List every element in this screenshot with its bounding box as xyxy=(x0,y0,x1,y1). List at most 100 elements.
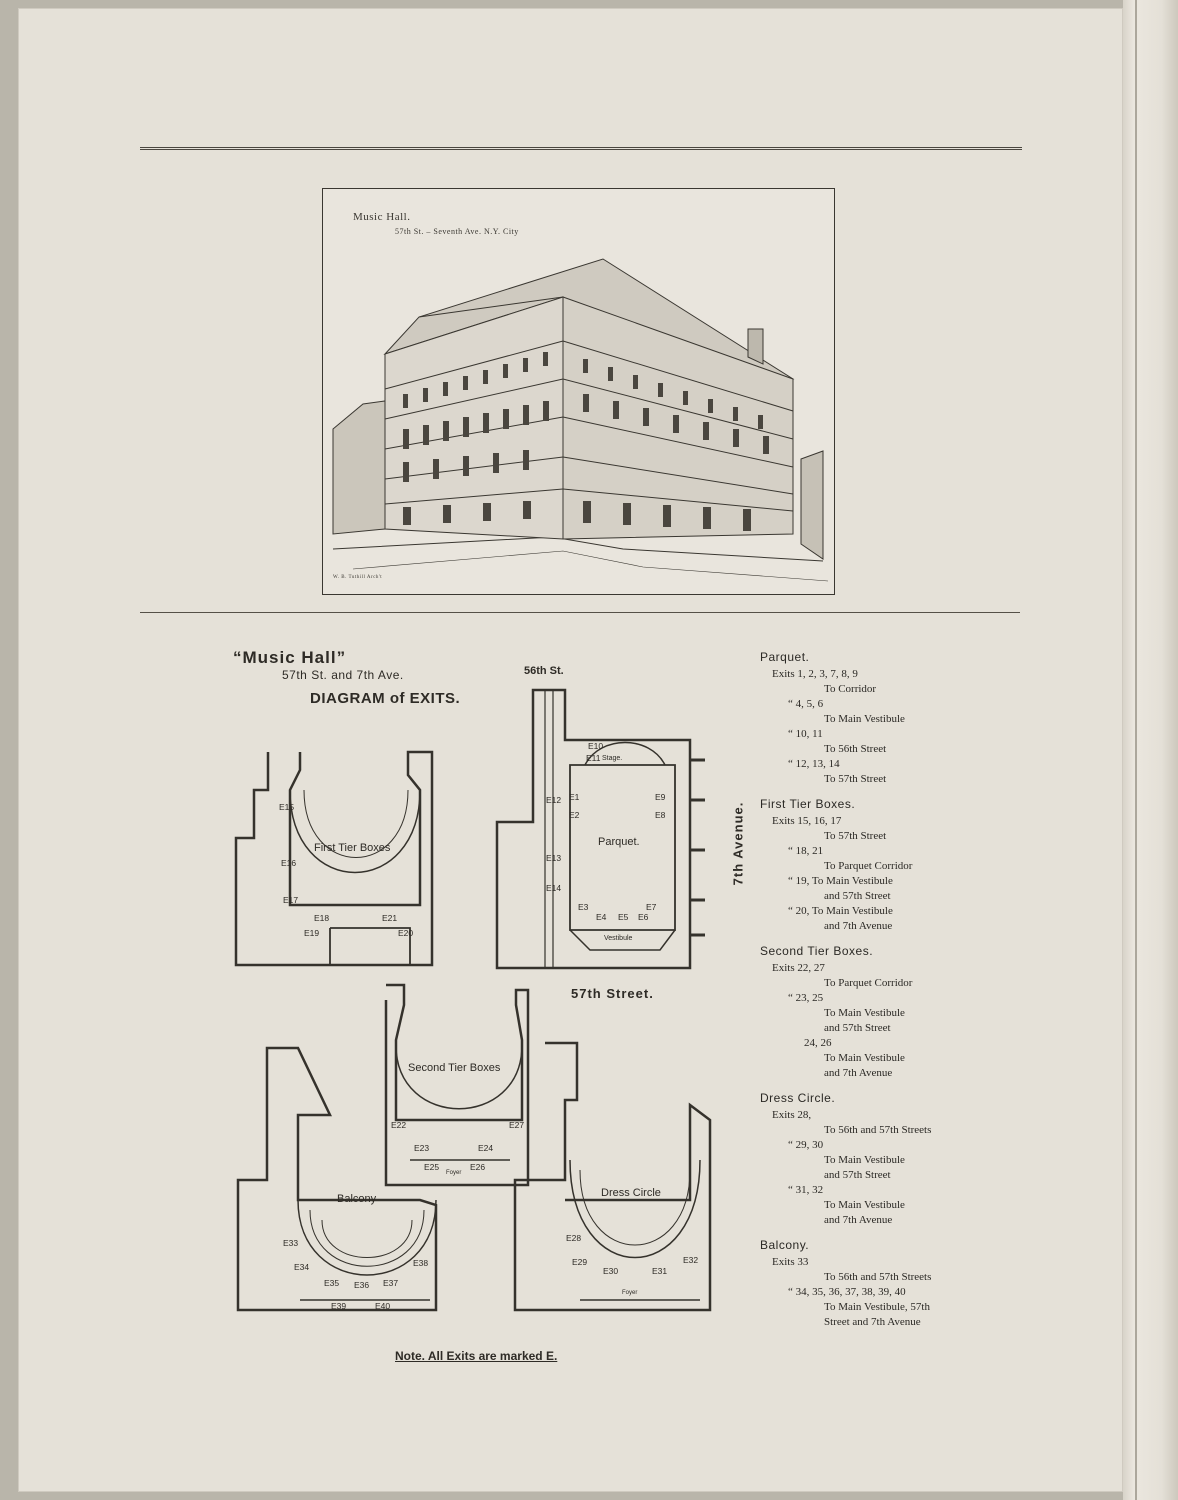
exit-mark: E11 xyxy=(586,753,601,763)
exit-mark: E33 xyxy=(283,1238,299,1248)
exit-line: “ 31, 32 xyxy=(788,1184,824,1196)
exit-mark: E34 xyxy=(294,1262,310,1272)
diagram-note: Note. All Exits are marked E. xyxy=(395,1349,558,1363)
parquet-plan xyxy=(495,688,692,970)
exit-mark: E2 xyxy=(569,810,580,820)
page-spine xyxy=(1123,0,1178,1500)
dress-circle-plan xyxy=(513,1041,712,1312)
exit-mark: E36 xyxy=(354,1280,370,1290)
exit-line: To Main Vestibule, 57th xyxy=(824,1301,930,1313)
exit-mark: E35 xyxy=(324,1278,340,1288)
exit-mark: E39 xyxy=(331,1301,347,1311)
exit-mark: E22 xyxy=(391,1120,407,1130)
exit-line: To Main Vestibule xyxy=(824,713,905,725)
exit-mark: E30 xyxy=(603,1266,619,1276)
exit-line: Street and 7th Avenue xyxy=(824,1316,921,1328)
room-first-tier-boxes: First Tier Boxes xyxy=(314,842,391,854)
exit-mark: E40 xyxy=(375,1301,391,1311)
room-parquet: Parquet. xyxy=(598,836,640,848)
exit-line: and 7th Avenue xyxy=(824,1214,893,1226)
exit-mark: E6 xyxy=(638,912,649,922)
exit-section: Dress Circle.Exits 28,To 56th and 57th S… xyxy=(760,1091,960,1228)
exit-line: To 57th Street xyxy=(824,773,887,785)
exit-line: “ 12, 13, 14 xyxy=(788,758,840,770)
diagram-heading: DIAGRAM of EXITS. xyxy=(310,690,461,707)
exit-line: “ 4, 5, 6 xyxy=(788,698,824,710)
exit-line: To Main Vestibule xyxy=(824,1007,905,1019)
exit-mark: E24 xyxy=(478,1143,494,1153)
room-foyer-second-tier: Foyer xyxy=(446,1170,462,1176)
exit-line: To 56th Street xyxy=(824,743,887,755)
label-56th-street: 56th St. xyxy=(524,665,564,677)
engraving-title: Music Hall. xyxy=(353,211,411,223)
room-stage: Stage. xyxy=(602,755,623,762)
exit-mark: E23 xyxy=(414,1143,430,1153)
exit-line: and 57th Street xyxy=(824,890,891,902)
exit-line: To 56th and 57th Streets xyxy=(824,1271,932,1283)
diagram-streets: 57th St. and 7th Ave. xyxy=(282,668,404,682)
exit-mark: E38 xyxy=(413,1258,429,1268)
building-drawing xyxy=(332,258,829,582)
exit-line: Exits 1, 2, 3, 7, 8, 9 xyxy=(772,668,858,680)
engraving-subtitle: 57th St. – Seventh Ave. N.Y. City xyxy=(395,227,519,236)
exit-mark: E15 xyxy=(279,802,295,812)
room-vestibule: Vestibule xyxy=(604,935,633,942)
exit-section-heading: Second Tier Boxes. xyxy=(760,944,874,958)
exit-mark: E16 xyxy=(281,858,297,868)
exit-line: To 57th Street xyxy=(824,830,887,842)
engraving-credit: W. B. Tuthill Arch't xyxy=(333,575,383,580)
exit-mark: E7 xyxy=(646,902,657,912)
room-second-tier-boxes: Second Tier Boxes xyxy=(408,1062,501,1074)
exit-line: Exits 22, 27 xyxy=(772,962,825,974)
exit-line: To Parquet Corridor xyxy=(824,860,913,872)
exit-section: Second Tier Boxes. Exits 22, 27 To Parquet… xyxy=(760,944,960,1081)
exit-line: Exits 15, 16, 17 xyxy=(772,815,842,827)
exit-mark: E31 xyxy=(652,1266,668,1276)
balcony-plan xyxy=(236,1046,438,1312)
exit-mark: E37 xyxy=(383,1278,399,1288)
exit-section-heading: Dress Circle. xyxy=(760,1091,836,1105)
exit-section-heading: First Tier Boxes. xyxy=(760,797,856,811)
exit-section-heading: Balcony. xyxy=(760,1238,810,1252)
exit-mark: E10 xyxy=(588,741,604,751)
room-balcony: Balcony xyxy=(337,1193,377,1205)
exit-line: “ 20, To Main Vestibule xyxy=(788,905,893,917)
exit-line: To Corridor xyxy=(824,683,877,695)
exit-line: To Main Vestibule xyxy=(824,1199,905,1211)
exit-mark: E25 xyxy=(424,1162,440,1172)
diagram-title: “Music Hall” xyxy=(233,648,347,667)
exit-line: “ 34, 35, 36, 37, 38, 39, 40 xyxy=(788,1286,906,1298)
exit-mark: E3 xyxy=(578,902,589,912)
exit-mark: E18 xyxy=(314,913,330,923)
exit-mark: E13 xyxy=(546,853,562,863)
exit-mark: E14 xyxy=(546,883,562,893)
exit-mark: E8 xyxy=(655,810,666,820)
exit-line: Exits 33 xyxy=(772,1256,809,1268)
label-57th-street: 57th Street. xyxy=(571,986,654,1001)
exit-mark: E19 xyxy=(304,928,320,938)
exit-section: Balcony. Exits 33 To 56th and 57th Streets… xyxy=(760,1238,960,1330)
exit-line: and 7th Avenue xyxy=(824,1067,893,1079)
top-rule xyxy=(140,147,1022,150)
exit-mark: E26 xyxy=(470,1162,486,1172)
exit-mark: E29 xyxy=(572,1257,588,1267)
exit-line: and 57th Street xyxy=(824,1169,891,1181)
exit-line: “ 10, 11 xyxy=(788,728,823,740)
middle-rule xyxy=(140,612,1020,613)
exit-mark: E4 xyxy=(596,912,607,922)
exit-mark: E5 xyxy=(618,912,629,922)
label-7th-avenue: 7th Avenue. xyxy=(730,801,746,886)
exit-line: Exits 28, xyxy=(772,1109,812,1121)
music-hall-engraving: Music Hall. 57th St. – Seventh Ave. N.Y.… xyxy=(322,188,835,595)
room-foyer-dress-circle: Foyer xyxy=(622,1290,638,1296)
exit-line: To Parquet Corridor xyxy=(824,977,913,989)
exit-section: First Tier Boxes. Exits 15, 16, 17 To 57th… xyxy=(760,797,960,934)
exit-mark: E9 xyxy=(655,792,666,802)
exit-line: To Main Vestibule xyxy=(824,1154,905,1166)
room-dress-circle: Dress Circle xyxy=(601,1187,661,1199)
exit-line: “ 18, 21 xyxy=(788,845,824,857)
exit-line: “ 19, To Main Vestibule xyxy=(788,875,893,887)
exit-mark: E28 xyxy=(566,1233,582,1243)
